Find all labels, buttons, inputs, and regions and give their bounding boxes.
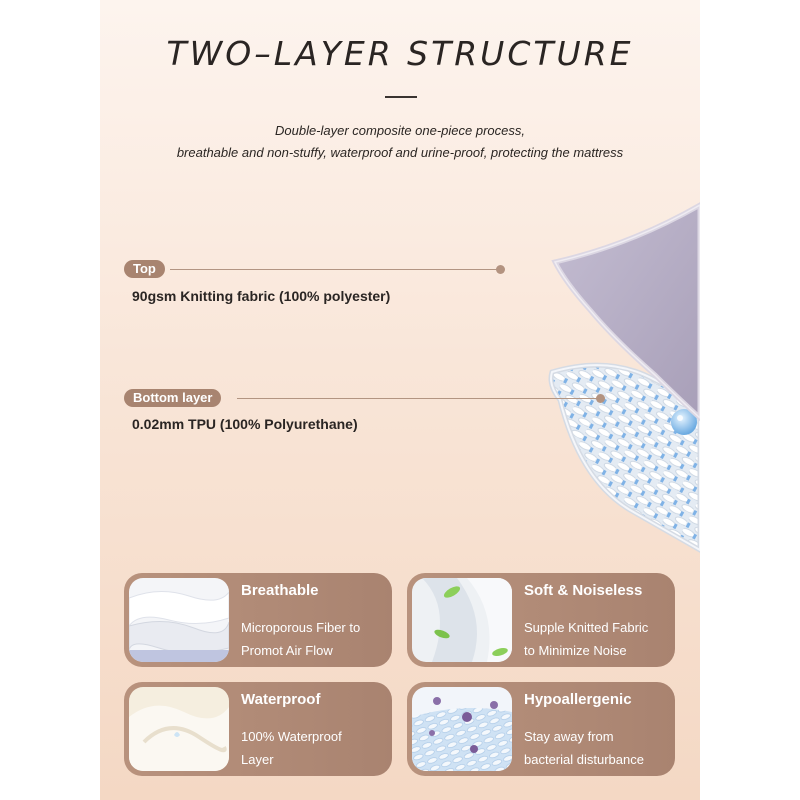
- feature-text-line-2: to Minimize Noise: [524, 643, 627, 658]
- page-title: TWO–LAYER STRUCTURE: [166, 34, 634, 73]
- feature-text-line-1: Supple Knitted Fabric: [524, 620, 649, 635]
- top-layer-label: Top: [124, 260, 165, 278]
- feature-text-line-1: 100% Waterproof: [241, 729, 342, 744]
- bottom-layer-leader-line: [237, 398, 600, 399]
- soft-fabric-image: [412, 578, 512, 662]
- feature-card-soft-noiseless: Soft & Noiseless Supple Knitted Fabric t…: [407, 573, 675, 667]
- bottom-layer-marker: [596, 394, 605, 403]
- waterproof-fabric-image: [129, 687, 229, 771]
- hypoallergenic-fabric-image: [412, 687, 512, 771]
- title-divider: [385, 96, 417, 98]
- feature-text-line-2: Promot Air Flow: [241, 643, 333, 658]
- feature-card-breathable: Breathable Microporous Fiber to Promot A…: [124, 573, 392, 667]
- subtitle-line-2: breathable and non-stuffy, waterproof an…: [176, 145, 624, 160]
- top-layer-description: 90gsm Knitting fabric (100% polyester): [132, 288, 391, 304]
- feature-text-line-2: Layer: [241, 752, 274, 767]
- feature-text-line-1: Microporous Fiber to: [241, 620, 361, 635]
- bottom-layer-description: 0.02mm TPU (100% Polyurethane): [132, 416, 358, 432]
- bottom-layer-label: Bottom layer: [124, 389, 222, 407]
- feature-card-waterproof: Waterproof 100% Waterproof Layer: [124, 682, 392, 776]
- content-panel: TWO–LAYER STRUCTURE Double-layer composi…: [100, 0, 700, 800]
- feature-title: Breathable: [241, 582, 319, 599]
- water-drop-icon: [671, 409, 697, 435]
- feature-card-hypoallergenic: Hypoallergenic Stay away from bacterial …: [407, 682, 675, 776]
- feature-title: Waterproof: [241, 691, 321, 708]
- breathable-fabric-image: [129, 578, 229, 662]
- feature-title: Soft & Noiseless: [524, 582, 643, 599]
- top-layer-leader-line: [170, 269, 500, 270]
- subtitle-line-1: Double-layer composite one-piece process…: [274, 123, 525, 138]
- top-layer-marker: [496, 265, 505, 274]
- feature-text-line-1: Stay away from: [524, 729, 614, 744]
- feature-text-line-2: bacterial disturbance: [524, 752, 644, 767]
- two-layer-fabric-illustration: [548, 202, 700, 553]
- feature-title: Hypoallergenic: [524, 691, 632, 708]
